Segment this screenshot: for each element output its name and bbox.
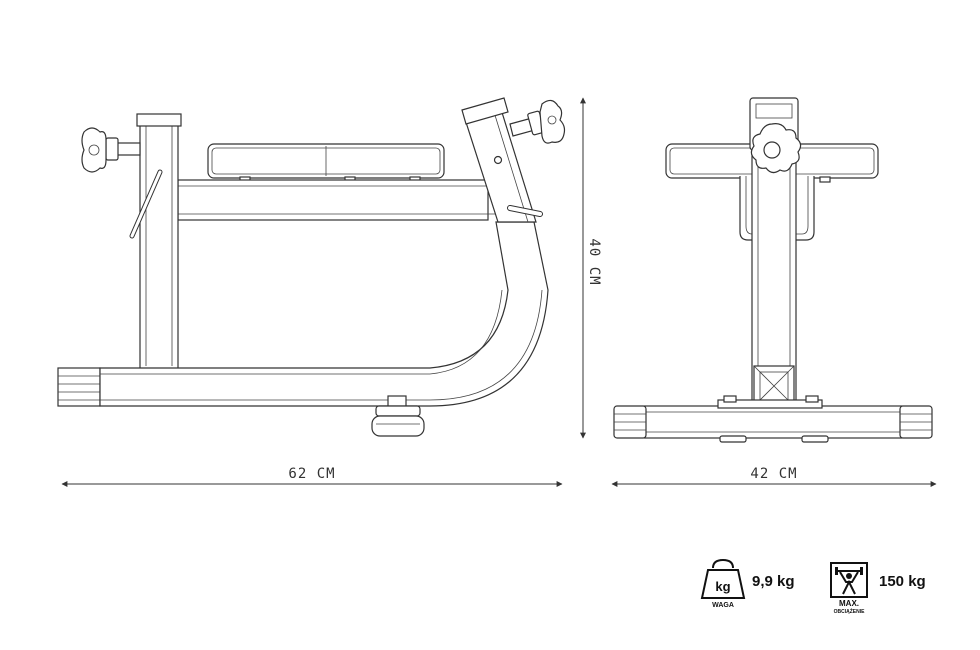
length-label: 62 CM bbox=[288, 466, 335, 482]
max-load-spec: MAX. OBCIĄŻENIE 150 kg bbox=[830, 562, 926, 615]
weight-caption: WAGA bbox=[712, 602, 734, 609]
frame-rails bbox=[177, 179, 500, 221]
weightlifter-load-icon bbox=[830, 562, 868, 598]
rear-adjustment-knob bbox=[81, 127, 141, 173]
max-subcaption: OBCIĄŻENIE bbox=[834, 608, 866, 615]
front-view-knob bbox=[750, 123, 802, 174]
max-load-value: 150 kg bbox=[879, 573, 926, 590]
seat-pad bbox=[207, 143, 445, 183]
front-adjustment-knob bbox=[509, 99, 566, 144]
front-base-bar bbox=[613, 395, 933, 443]
kettlebell-weight-icon: kg bbox=[700, 558, 746, 599]
width-label: 42 CM bbox=[750, 466, 797, 482]
weight-icon-label: kg bbox=[715, 579, 730, 594]
weight-spec: kg WAGA 9,9 kg bbox=[700, 558, 795, 609]
weight-value: 9,9 kg bbox=[752, 573, 795, 590]
rear-post bbox=[129, 113, 182, 371]
height-label: 40 CM bbox=[586, 238, 602, 285]
front-view-drawing: 42 CM bbox=[611, 97, 937, 487]
foot-pad bbox=[371, 395, 425, 437]
max-caption: MAX. bbox=[839, 599, 859, 608]
side-view-drawing: 40 CM 62 CM bbox=[57, 97, 602, 487]
front-post bbox=[461, 97, 543, 223]
base-tube bbox=[57, 221, 549, 407]
